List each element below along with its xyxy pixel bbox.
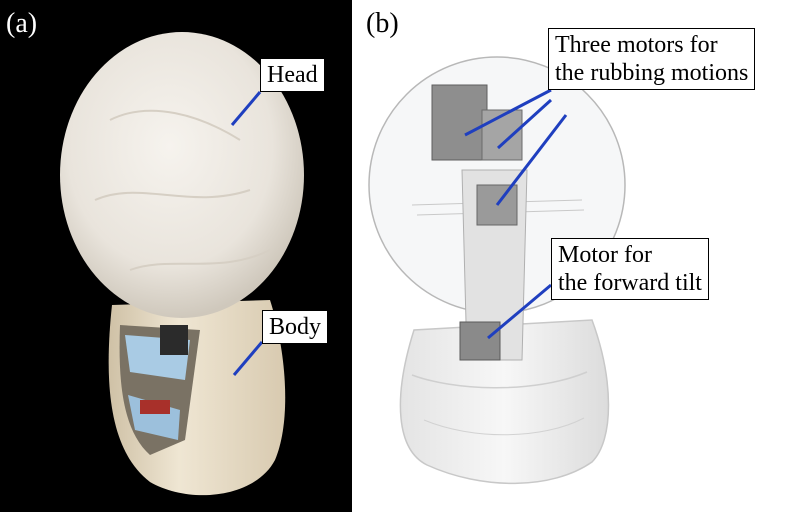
- cad-motor-3: [476, 184, 518, 226]
- cad-tilt-motor: [459, 321, 501, 361]
- callout-head-text: Head: [267, 62, 318, 88]
- leader-tilt: [487, 283, 552, 340]
- fur-head: [60, 32, 304, 318]
- callout-tilt-motor: Motor for the forward tilt: [551, 238, 709, 300]
- leader-motor-2: [496, 98, 553, 150]
- callout-tilt-motor-line2: the forward tilt: [558, 270, 702, 296]
- leader-motor-3: [495, 114, 568, 206]
- callout-body: Body: [262, 310, 329, 344]
- leader-head: [230, 91, 262, 126]
- cad-body: [399, 319, 610, 485]
- callout-body-text: Body: [269, 314, 322, 340]
- panel-label-b: (b): [366, 8, 399, 39]
- callout-tilt-motor-line1: Motor for: [558, 242, 652, 268]
- red-board: [140, 400, 170, 414]
- dark-motor: [160, 325, 188, 355]
- callout-rubbing-motors-line2: the rubbing motions: [555, 60, 749, 86]
- leader-motor-1: [464, 88, 552, 137]
- callout-head: Head: [260, 58, 325, 92]
- leader-body: [232, 341, 264, 376]
- cad-motor-1: [431, 84, 488, 161]
- panel-label-a: (a): [6, 8, 38, 39]
- cad-motor-2: [481, 109, 523, 161]
- callout-rubbing-motors: Three motors for the rubbing motions: [548, 28, 756, 90]
- robot-photo-illustration: [60, 32, 304, 496]
- callout-rubbing-motors-line1: Three motors for: [555, 32, 718, 58]
